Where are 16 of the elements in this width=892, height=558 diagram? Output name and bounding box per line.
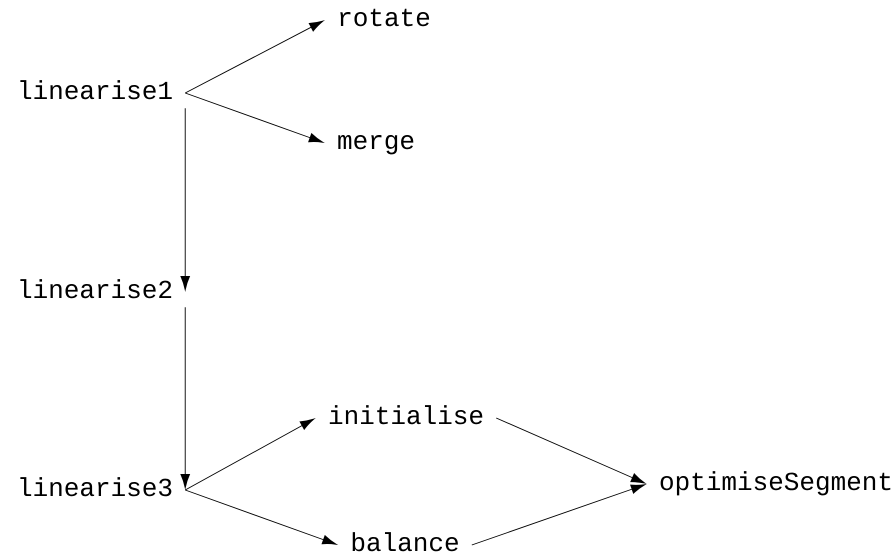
node-label: balance [352,532,458,552]
arrow [184,20,324,94]
node-label: rotate [340,8,430,26]
arrow [184,92,324,143]
arrow [184,490,337,545]
node-label: optimiseSegment [660,471,890,496]
node-label: merge [338,135,414,154]
arrow [184,418,314,490]
node-label: initialise [330,405,482,424]
arrow [180,108,190,290]
arrow [180,306,190,488]
node-label: linearise2 [20,279,172,298]
arrow [471,484,646,546]
node-label: linearise1 [20,80,172,100]
node-label: linearise3 [20,477,172,496]
arrow [496,418,646,484]
